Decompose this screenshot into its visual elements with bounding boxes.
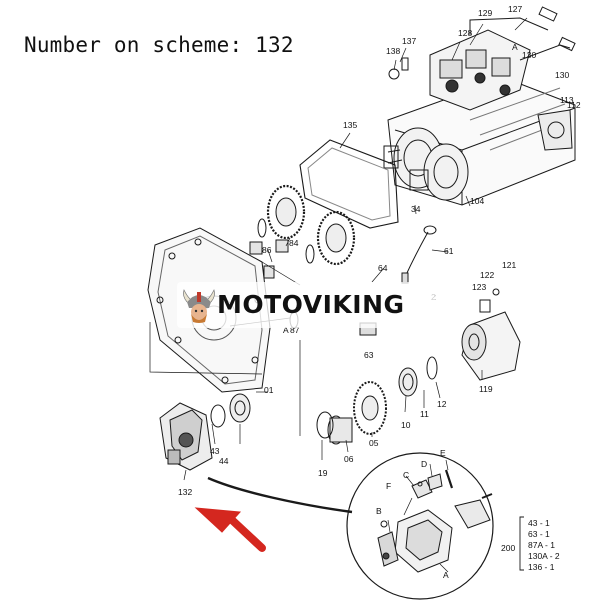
brand-name: MOTOVIKING xyxy=(217,290,405,319)
part-label: 06 xyxy=(344,454,354,464)
part-label: A xyxy=(512,42,518,52)
bom-row: 87A - 1 xyxy=(528,540,555,550)
detail-circle xyxy=(346,452,494,600)
scheme-number-caption: Number on scheme: 132 xyxy=(24,33,294,57)
part-label: 127 xyxy=(508,4,522,14)
part-label: 43 xyxy=(210,446,220,456)
bom-row: 63 - 1 xyxy=(528,529,550,539)
part-label: 119 xyxy=(479,384,493,394)
part-label: 138 xyxy=(386,46,400,56)
part-label: C xyxy=(403,470,409,480)
part-label: F xyxy=(386,481,391,491)
part-label: 63 xyxy=(364,350,374,360)
part-label: 137 xyxy=(402,36,416,46)
part-label: 130 xyxy=(522,50,536,60)
part-label: 130 xyxy=(555,70,569,80)
bom-row: 136 - 1 xyxy=(528,562,555,572)
part-label: 113 xyxy=(560,95,574,105)
part-label: D xyxy=(421,459,427,469)
part-label: E xyxy=(440,448,446,458)
part-label: 128 xyxy=(458,28,472,38)
motoviking-watermark: MOTOVIKING xyxy=(177,282,435,328)
part-label: 05 xyxy=(369,438,379,448)
part-label: 86 xyxy=(262,245,272,255)
part-label: 123 xyxy=(472,282,486,292)
part-label: 132 xyxy=(178,487,192,497)
bom-row: 130A - 2 xyxy=(528,551,560,561)
part-label: 34 xyxy=(411,204,421,214)
part-label: 64 xyxy=(378,263,388,273)
part-label: 61 xyxy=(444,246,454,256)
part-label: 19 xyxy=(318,468,328,478)
part-label: A xyxy=(443,570,449,580)
part-label: 104 xyxy=(470,196,484,206)
part-label: 11 xyxy=(420,409,429,419)
part-label: 87 xyxy=(290,325,300,335)
part-label: 129 xyxy=(478,8,492,18)
part-label: 10 xyxy=(401,420,411,430)
part-label: 01 xyxy=(264,385,274,395)
bom-bracket xyxy=(519,516,524,571)
coupling-132 xyxy=(159,393,251,471)
gasket-outline xyxy=(299,139,399,229)
red-pointer-arrow xyxy=(194,507,266,552)
part-label: B xyxy=(376,506,382,516)
gear-stack xyxy=(249,184,356,279)
viking-helmet-icon xyxy=(183,289,215,323)
part-label: 112 xyxy=(567,100,581,110)
bom-group-number: 200 xyxy=(501,543,515,553)
shaft-parts xyxy=(289,311,438,445)
part-label: 135 xyxy=(343,120,357,130)
part-label: A xyxy=(283,325,289,335)
callout-curve xyxy=(207,476,353,514)
gear-pump xyxy=(461,288,521,381)
part-label: 12 xyxy=(437,399,447,409)
part-label: 44 xyxy=(219,456,229,466)
part-label: 121 xyxy=(502,260,516,270)
coupling-detail-parts xyxy=(377,459,493,573)
part-label: 84 xyxy=(289,238,299,248)
bom-row: 43 - 1 xyxy=(528,518,550,528)
part-label: 122 xyxy=(480,270,494,280)
main-pump-assembly xyxy=(383,6,576,206)
